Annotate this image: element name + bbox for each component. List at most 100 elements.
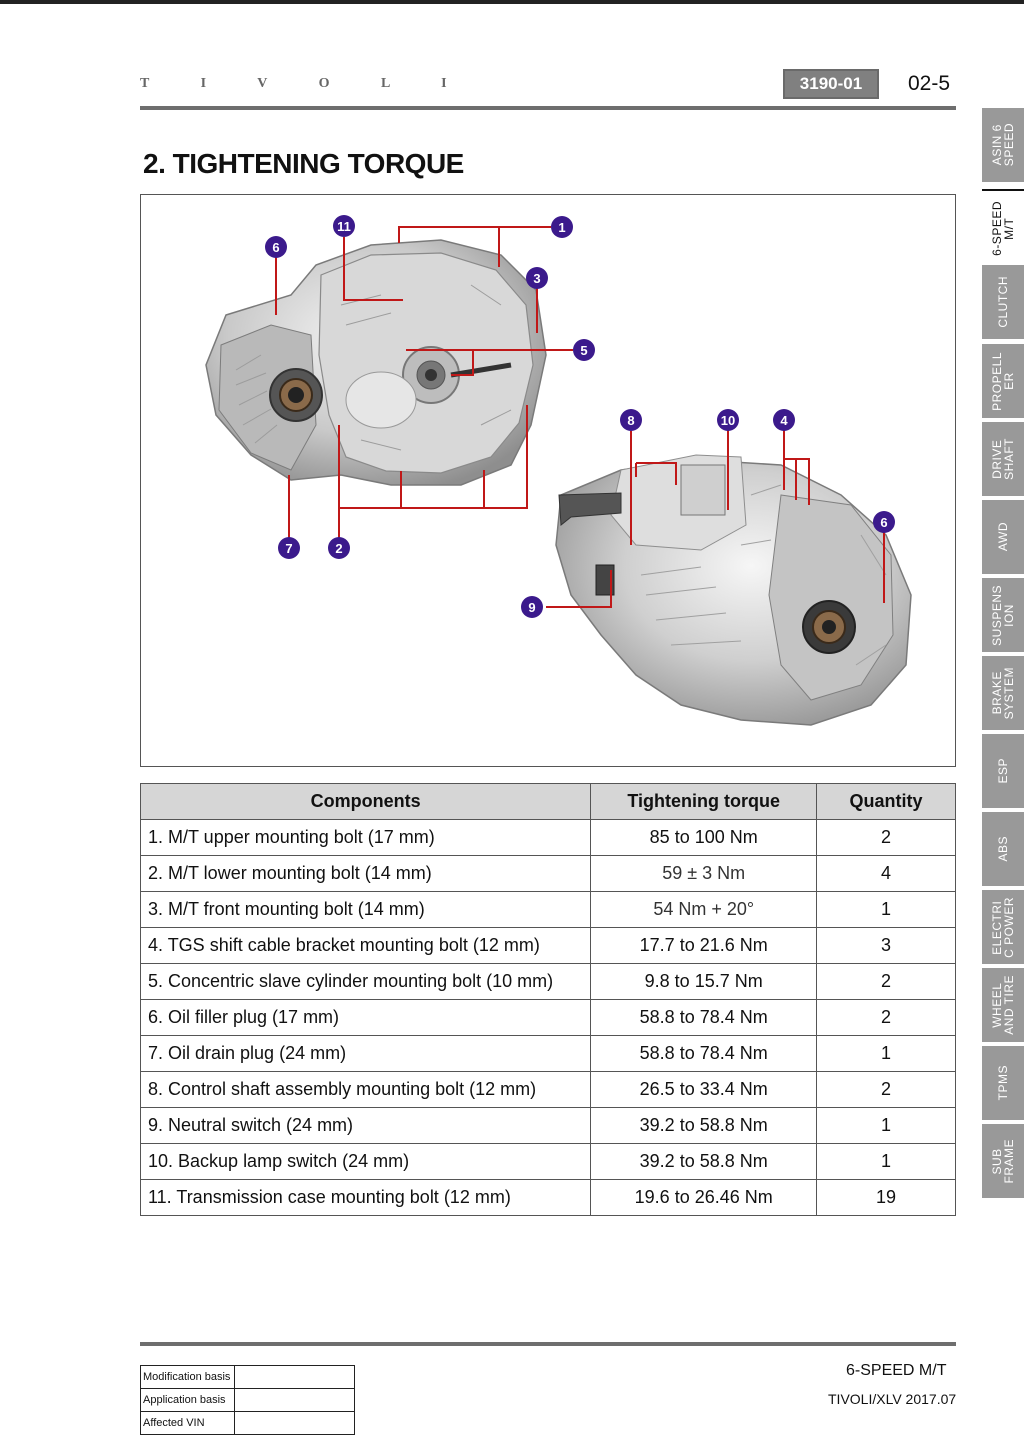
tab-label: PROPELL ER	[990, 351, 1016, 411]
table-row: 5. Concentric slave cylinder mounting bo…	[139, 963, 956, 1000]
callout-6b-marker: 6	[873, 511, 895, 533]
torque-cell: 39.2 to 58.8 Nm	[590, 1107, 818, 1144]
quantity-cell: 1	[816, 1107, 956, 1144]
tab-asin-6-speed[interactable]: ASIN 6 SPEED	[982, 108, 1024, 182]
callout-6b-label: 6	[880, 515, 887, 530]
callout-4-marker: 4	[773, 409, 795, 431]
torque-cell: 19.6 to 26.46 Nm	[590, 1179, 818, 1216]
tab-drive-shaft[interactable]: DRIVE SHAFT	[982, 422, 1024, 496]
column-header-components: Components	[139, 783, 592, 820]
footer-rule	[140, 1342, 956, 1346]
tab-label: SUB FRAME	[990, 1138, 1016, 1184]
tab-6-speed-mt[interactable]: 6-SPEED M/T	[982, 189, 1024, 267]
tab-label: BRAKE SYSTEM	[990, 666, 1016, 720]
tab-label: WHEEL AND TIRE	[990, 975, 1016, 1035]
table-row: 4. TGS shift cable bracket mounting bolt…	[139, 927, 956, 964]
column-header-quantity: Quantity	[816, 783, 956, 820]
table-header-row: Components Tightening torque Quantity	[139, 783, 956, 820]
callout-6a-label: 6	[272, 240, 279, 255]
tab-propeller[interactable]: PROPELL ER	[982, 344, 1024, 418]
component-cell: 11. Transmission case mounting bolt (12 …	[139, 1179, 592, 1216]
table-row: 2. M/T lower mounting bolt (14 mm)59 ± 3…	[139, 855, 956, 892]
quantity-cell: 1	[816, 1035, 956, 1072]
footer-model-date: TIVOLI/XLV 2017.07	[828, 1391, 957, 1407]
component-cell: 2. M/T lower mounting bolt (14 mm)	[139, 855, 592, 892]
callout-1-marker: 1	[551, 216, 573, 238]
column-header-torque: Tightening torque	[590, 783, 818, 820]
quantity-cell: 1	[816, 891, 956, 928]
tab-esp[interactable]: ESP	[982, 734, 1024, 808]
component-cell: 8. Control shaft assembly mounting bolt …	[139, 1071, 592, 1108]
footer-section-name: 6-SPEED M/T	[846, 1362, 947, 1379]
tab-label: ESP	[996, 758, 1010, 784]
quantity-cell: 4	[816, 855, 956, 892]
torque-cell: 58.8 to 78.4 Nm	[590, 999, 818, 1036]
callout-2-marker: 2	[328, 537, 350, 559]
quantity-cell: 19	[816, 1179, 956, 1216]
torque-table: Components Tightening torque Quantity 1.…	[139, 783, 956, 1216]
torque-cell: 26.5 to 33.4 Nm	[590, 1071, 818, 1108]
callout-7-marker: 7	[278, 537, 300, 559]
callout-11-label: 11	[337, 219, 351, 234]
callout-3-marker: 3	[526, 267, 548, 289]
revision-table: Modification basis Application basis Aff…	[140, 1365, 355, 1435]
quantity-cell: 1	[816, 1143, 956, 1180]
table-row: 6. Oil filler plug (17 mm)58.8 to 78.4 N…	[139, 999, 956, 1036]
torque-cell: 58.8 to 78.4 Nm	[590, 1035, 818, 1072]
right-transmission-image	[555, 454, 912, 726]
tab-label: 6-SPEED M/T	[990, 200, 1016, 256]
quantity-cell: 2	[816, 1071, 956, 1108]
callout-9-marker: 9	[521, 596, 543, 618]
table-row: 1. M/T upper mounting bolt (17 mm)85 to …	[139, 819, 956, 856]
torque-cell: 17.7 to 21.6 Nm	[590, 927, 818, 964]
page-number: 02-5	[908, 72, 951, 95]
revision-value	[234, 1388, 355, 1412]
revision-key: Application basis	[140, 1388, 235, 1412]
callout-5-marker: 5	[573, 339, 595, 361]
callout-10-marker: 10	[717, 409, 739, 431]
tab-label: SUSPENS ION	[990, 584, 1016, 646]
tab-tpms[interactable]: TPMS	[982, 1046, 1024, 1120]
tab-suspension[interactable]: SUSPENS ION	[982, 578, 1024, 652]
component-cell: 6. Oil filler plug (17 mm)	[139, 999, 592, 1036]
tab-electric-power[interactable]: ELECTRI C POWER	[982, 890, 1024, 964]
table-row: 11. Transmission case mounting bolt (12 …	[139, 1179, 956, 1216]
tab-brake-system[interactable]: BRAKE SYSTEM	[982, 656, 1024, 730]
component-cell: 1. M/T upper mounting bolt (17 mm)	[139, 819, 592, 856]
brand-logo-text: T I V O L I	[140, 76, 471, 91]
callout-7-label: 7	[285, 541, 292, 556]
callout-4-label: 4	[780, 413, 788, 428]
torque-cell: 59 ± 3 Nm	[590, 855, 818, 892]
tab-clutch[interactable]: CLUTCH	[982, 265, 1024, 339]
section-code-badge: 3190-01	[783, 69, 879, 99]
tab-label: TPMS	[996, 1065, 1010, 1101]
table-row: 8. Control shaft assembly mounting bolt …	[139, 1071, 956, 1108]
tab-wheel-and-tire[interactable]: WHEEL AND TIRE	[982, 968, 1024, 1042]
revision-value	[234, 1411, 355, 1435]
header-rule	[140, 106, 956, 110]
callout-10-label: 10	[721, 413, 735, 428]
callout-8-label: 8	[627, 413, 634, 428]
component-cell: 4. TGS shift cable bracket mounting bolt…	[139, 927, 592, 964]
transmission-figure: 11 1 6 3 5 7 2 8 10 4 6 9	[140, 194, 956, 767]
callout-1-label: 1	[558, 220, 565, 235]
tab-awd[interactable]: AWD	[982, 500, 1024, 574]
revision-key: Modification basis	[140, 1365, 235, 1389]
component-cell: 10. Backup lamp switch (24 mm)	[139, 1143, 592, 1180]
leader-lines	[275, 226, 885, 608]
callout-5-label: 5	[580, 343, 587, 358]
quantity-cell: 3	[816, 927, 956, 964]
component-cell: 9. Neutral switch (24 mm)	[139, 1107, 592, 1144]
callout-3-label: 3	[533, 271, 540, 286]
revision-row: Modification basis	[140, 1365, 355, 1389]
tab-label: ABS	[996, 836, 1010, 862]
tab-label: ASIN 6 SPEED	[990, 123, 1016, 167]
tab-abs[interactable]: ABS	[982, 812, 1024, 886]
torque-cell: 9.8 to 15.7 Nm	[590, 963, 818, 1000]
left-transmission-image	[205, 239, 547, 486]
top-border	[0, 0, 1024, 4]
revision-key: Affected VIN	[140, 1411, 235, 1435]
tab-sub-frame[interactable]: SUB FRAME	[982, 1124, 1024, 1198]
quantity-cell: 2	[816, 963, 956, 1000]
component-cell: 3. M/T front mounting bolt (14 mm)	[139, 891, 592, 928]
